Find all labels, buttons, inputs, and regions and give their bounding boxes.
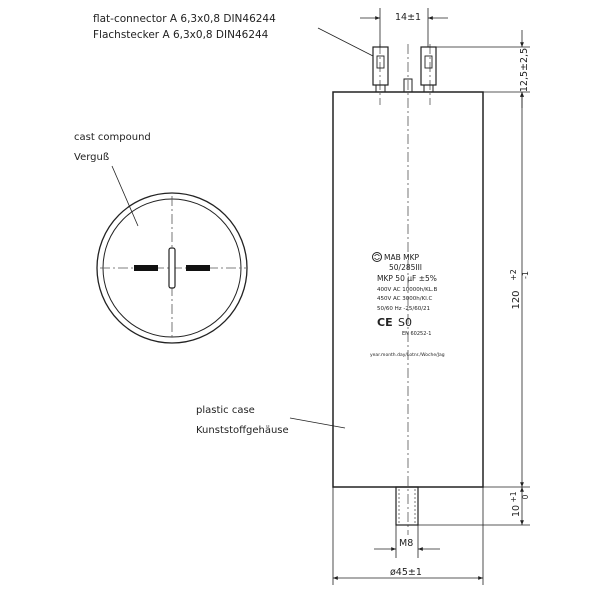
label-code: 50/285III (389, 263, 422, 272)
top-view-outer-circle (96, 192, 248, 344)
cast-compound-label: cast compound (74, 132, 151, 143)
label-class-2: 450V AC 3000h/Kl.C (377, 296, 432, 302)
flat-connector-label: flat-connector A 6,3x0,8 DIN46244 (93, 13, 276, 25)
label-class-1: 400V AC 10000h/KL.B (377, 287, 438, 293)
dim-stud-length-tol-upper: +1 (509, 491, 518, 502)
top-view-terminal-left (134, 265, 158, 271)
dim-body-length-tol-upper: +2 (509, 269, 518, 281)
dim-diameter-value: ø45±1 (390, 567, 422, 578)
label-standard: EN 60252-1 (402, 331, 431, 337)
dim-stud-length-tol-lower: 0 (521, 494, 530, 499)
dim-diameter: ø45±1 (332, 487, 484, 585)
dim-body-length-tol-lower: -1 (521, 271, 530, 279)
dim-body-length: 120 +2 -1 (483, 92, 530, 488)
product-label: MAB MKP 50/285III MKP 50 µF ±5% 400V AC … (370, 252, 445, 358)
dim-stud-thread: M8 (374, 525, 440, 558)
dim-terminal-spacing-value: 14±1 (395, 12, 421, 23)
label-brand-line: MAB MKP (384, 253, 420, 262)
capacitor-side-view: MAB MKP 50/285III MKP 50 µF ±5% 400V AC … (332, 44, 484, 535)
top-view-center-tab (168, 247, 176, 289)
plastic-case-label: plastic case (196, 405, 255, 416)
dim-terminal-spacing: 14±1 (360, 8, 448, 47)
dim-stud-length-value: 10 (511, 505, 522, 517)
dim-terminal-height-value: 12,5±2,5 (519, 48, 530, 92)
ce-mark: CE (377, 316, 393, 329)
label-date-line: year.month.day/Lotnr./Woche/Jag (370, 352, 445, 358)
flat-connector-left (372, 46, 389, 93)
top-view (96, 192, 248, 344)
label-rating: MKP 50 µF ±5% (377, 274, 437, 283)
dim-body-length-value: 120 (511, 290, 522, 309)
s0-mark: S0 (398, 316, 412, 329)
label-climate: 50/60 Hz -25/60/21 (377, 306, 430, 312)
threaded-stud (395, 486, 419, 526)
verguss-label: Verguß (74, 152, 109, 163)
dim-stud-thread-value: M8 (399, 538, 413, 549)
kunststoffgehaeuse-label: Kunststoffgehäuse (196, 425, 289, 436)
flachstecker-label: Flachstecker A 6,3x0,8 DIN46244 (93, 29, 269, 41)
flat-connector-right (420, 46, 437, 93)
brand-logo-icon (372, 252, 382, 262)
top-view-terminal-right (186, 265, 210, 271)
dim-stud-length: 10 +1 0 (418, 487, 530, 526)
